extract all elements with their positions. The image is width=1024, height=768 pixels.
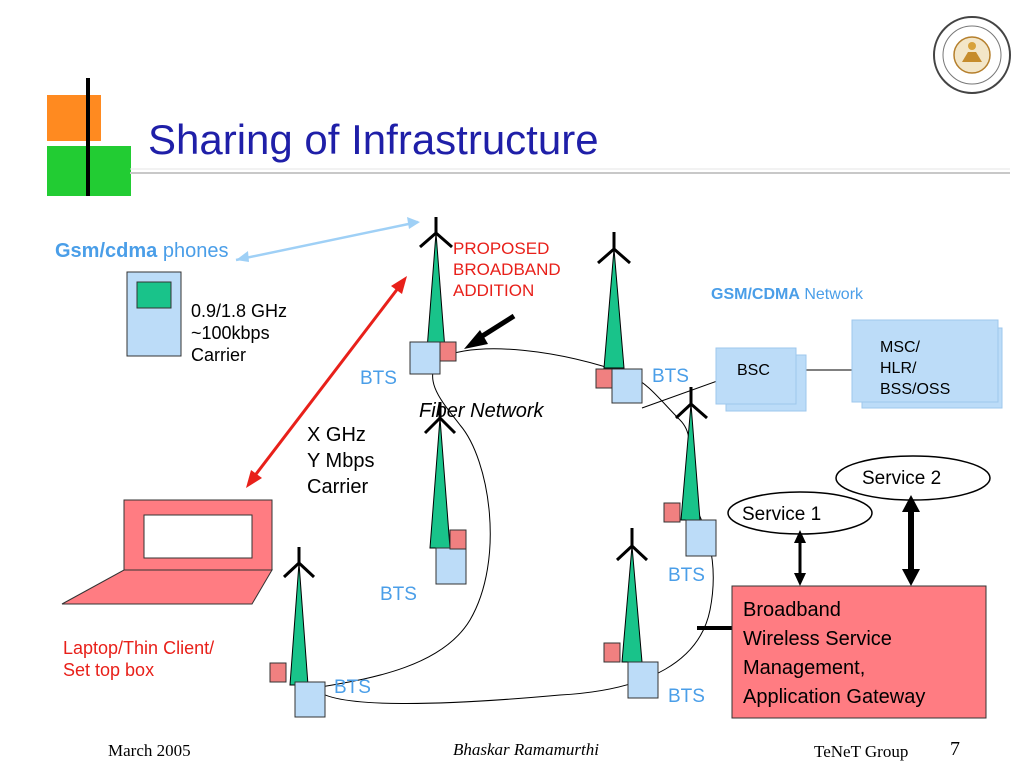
broadband-carrier-specs: X GHz Y Mbps Carrier <box>307 424 375 498</box>
phone-link-arrow <box>235 217 420 262</box>
proposed-arrow <box>464 313 516 349</box>
footer-date: March 2005 <box>108 741 191 760</box>
page-number: 7 <box>950 738 960 760</box>
msc-label: MSC/ HLR/ BSS/OSS <box>880 339 951 398</box>
bts-label: BTS <box>652 366 689 387</box>
fiber-ring <box>314 348 714 705</box>
service1-arrow <box>794 530 806 586</box>
phones-label-bold: Gsm/cdma <box>55 240 158 262</box>
footer-author: Bhaskar Ramamurthi <box>453 740 599 759</box>
bts-tower-right <box>663 387 717 557</box>
gsm-network-label-rest: Network <box>799 286 864 303</box>
bts-label: BTS <box>360 368 397 389</box>
laptop-icon <box>61 499 273 605</box>
service1-label: Service 1 <box>742 504 822 525</box>
gsm-network-label: GSM/CDMA Network <box>711 286 863 304</box>
bts-tower-mid <box>423 402 467 585</box>
proposed-label: PROPOSED BROADBAND ADDITION <box>453 239 561 300</box>
bts-label: BTS <box>380 584 417 605</box>
fiber-network-label: Fiber Network <box>419 400 544 422</box>
gateway-label: Broadband Wireless Service Management, A… <box>743 599 926 708</box>
bts-label: BTS <box>668 686 705 707</box>
msc-box <box>851 319 1003 409</box>
bsc-label: BSC <box>737 362 770 379</box>
phone-specs: 0.9/1.8 GHz ~100kbps Carrier <box>191 301 288 365</box>
institute-seal-icon <box>933 16 1011 94</box>
broadband-link-arrow <box>246 276 407 488</box>
service2-arrow <box>902 495 920 586</box>
bts-tower-top-left <box>409 217 457 375</box>
gsm-network-label-bold: GSM/CDMA <box>711 286 800 303</box>
page-title: Sharing of Infrastructure <box>148 116 599 163</box>
mobile-phone-icon <box>126 271 182 357</box>
phones-label-rest: phones <box>157 240 229 262</box>
service2-label: Service 2 <box>862 468 942 489</box>
bts-tower-bottom-left <box>269 547 326 718</box>
bts-label: BTS <box>668 565 705 586</box>
title-vertical-bar <box>86 78 90 196</box>
bts-tower-top-right <box>595 232 643 404</box>
phones-label: Gsm/cdma phones <box>55 240 228 263</box>
bsc-box <box>715 347 807 412</box>
orange-square <box>47 95 101 141</box>
bts-label: BTS <box>334 677 371 698</box>
footer-group: TeNeT Group <box>814 742 909 761</box>
laptop-label: Laptop/Thin Client/ Set top box <box>63 638 215 680</box>
bts-tower-bottom-right <box>603 528 659 699</box>
gateway-box <box>731 585 987 719</box>
